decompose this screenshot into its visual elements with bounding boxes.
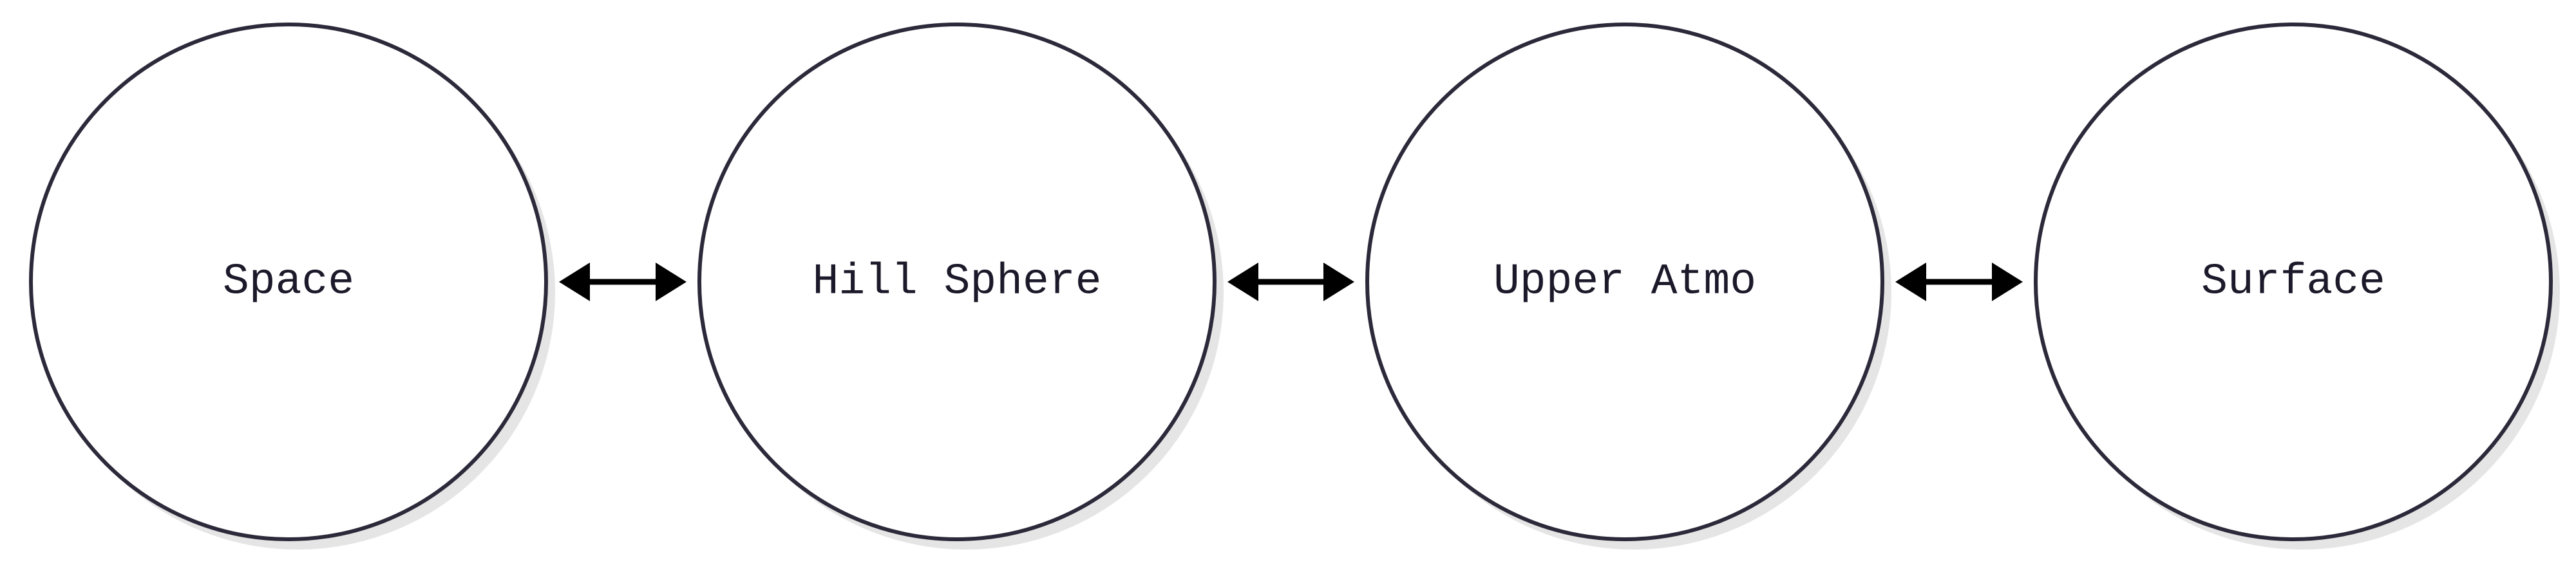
node-circle bbox=[29, 23, 548, 541]
node-space: Space bbox=[29, 23, 555, 550]
arrowhead-right-icon bbox=[1992, 263, 2023, 301]
node-upper-atmo: Upper Atmo bbox=[1365, 23, 1891, 550]
node-label: Space bbox=[223, 257, 354, 307]
edge-hill-sphere-to-upper-atmo bbox=[1227, 263, 1354, 301]
arrowhead-right-icon bbox=[1323, 263, 1354, 301]
arrowhead-left-icon bbox=[1895, 263, 1926, 301]
node-circle bbox=[2034, 23, 2553, 541]
node-label: Hill Sphere bbox=[813, 257, 1102, 307]
node-surface: Surface bbox=[2034, 23, 2560, 550]
node-circle bbox=[1365, 23, 1884, 541]
arrowhead-left-icon bbox=[559, 263, 590, 301]
arrowhead-right-icon bbox=[656, 263, 687, 301]
edge-upper-atmo-to-surface bbox=[1895, 263, 2023, 301]
nodes-layer: Space Hill Sphere Upper Atmo Surface bbox=[29, 23, 2560, 550]
node-label: Upper Atmo bbox=[1493, 257, 1756, 307]
arrowhead-left-icon bbox=[1227, 263, 1258, 301]
node-circle bbox=[697, 23, 1217, 541]
node-label: Surface bbox=[2201, 257, 2385, 307]
node-hill-sphere: Hill Sphere bbox=[697, 23, 1224, 550]
edges-layer bbox=[559, 263, 2023, 301]
edge-space-to-hill-sphere bbox=[559, 263, 687, 301]
